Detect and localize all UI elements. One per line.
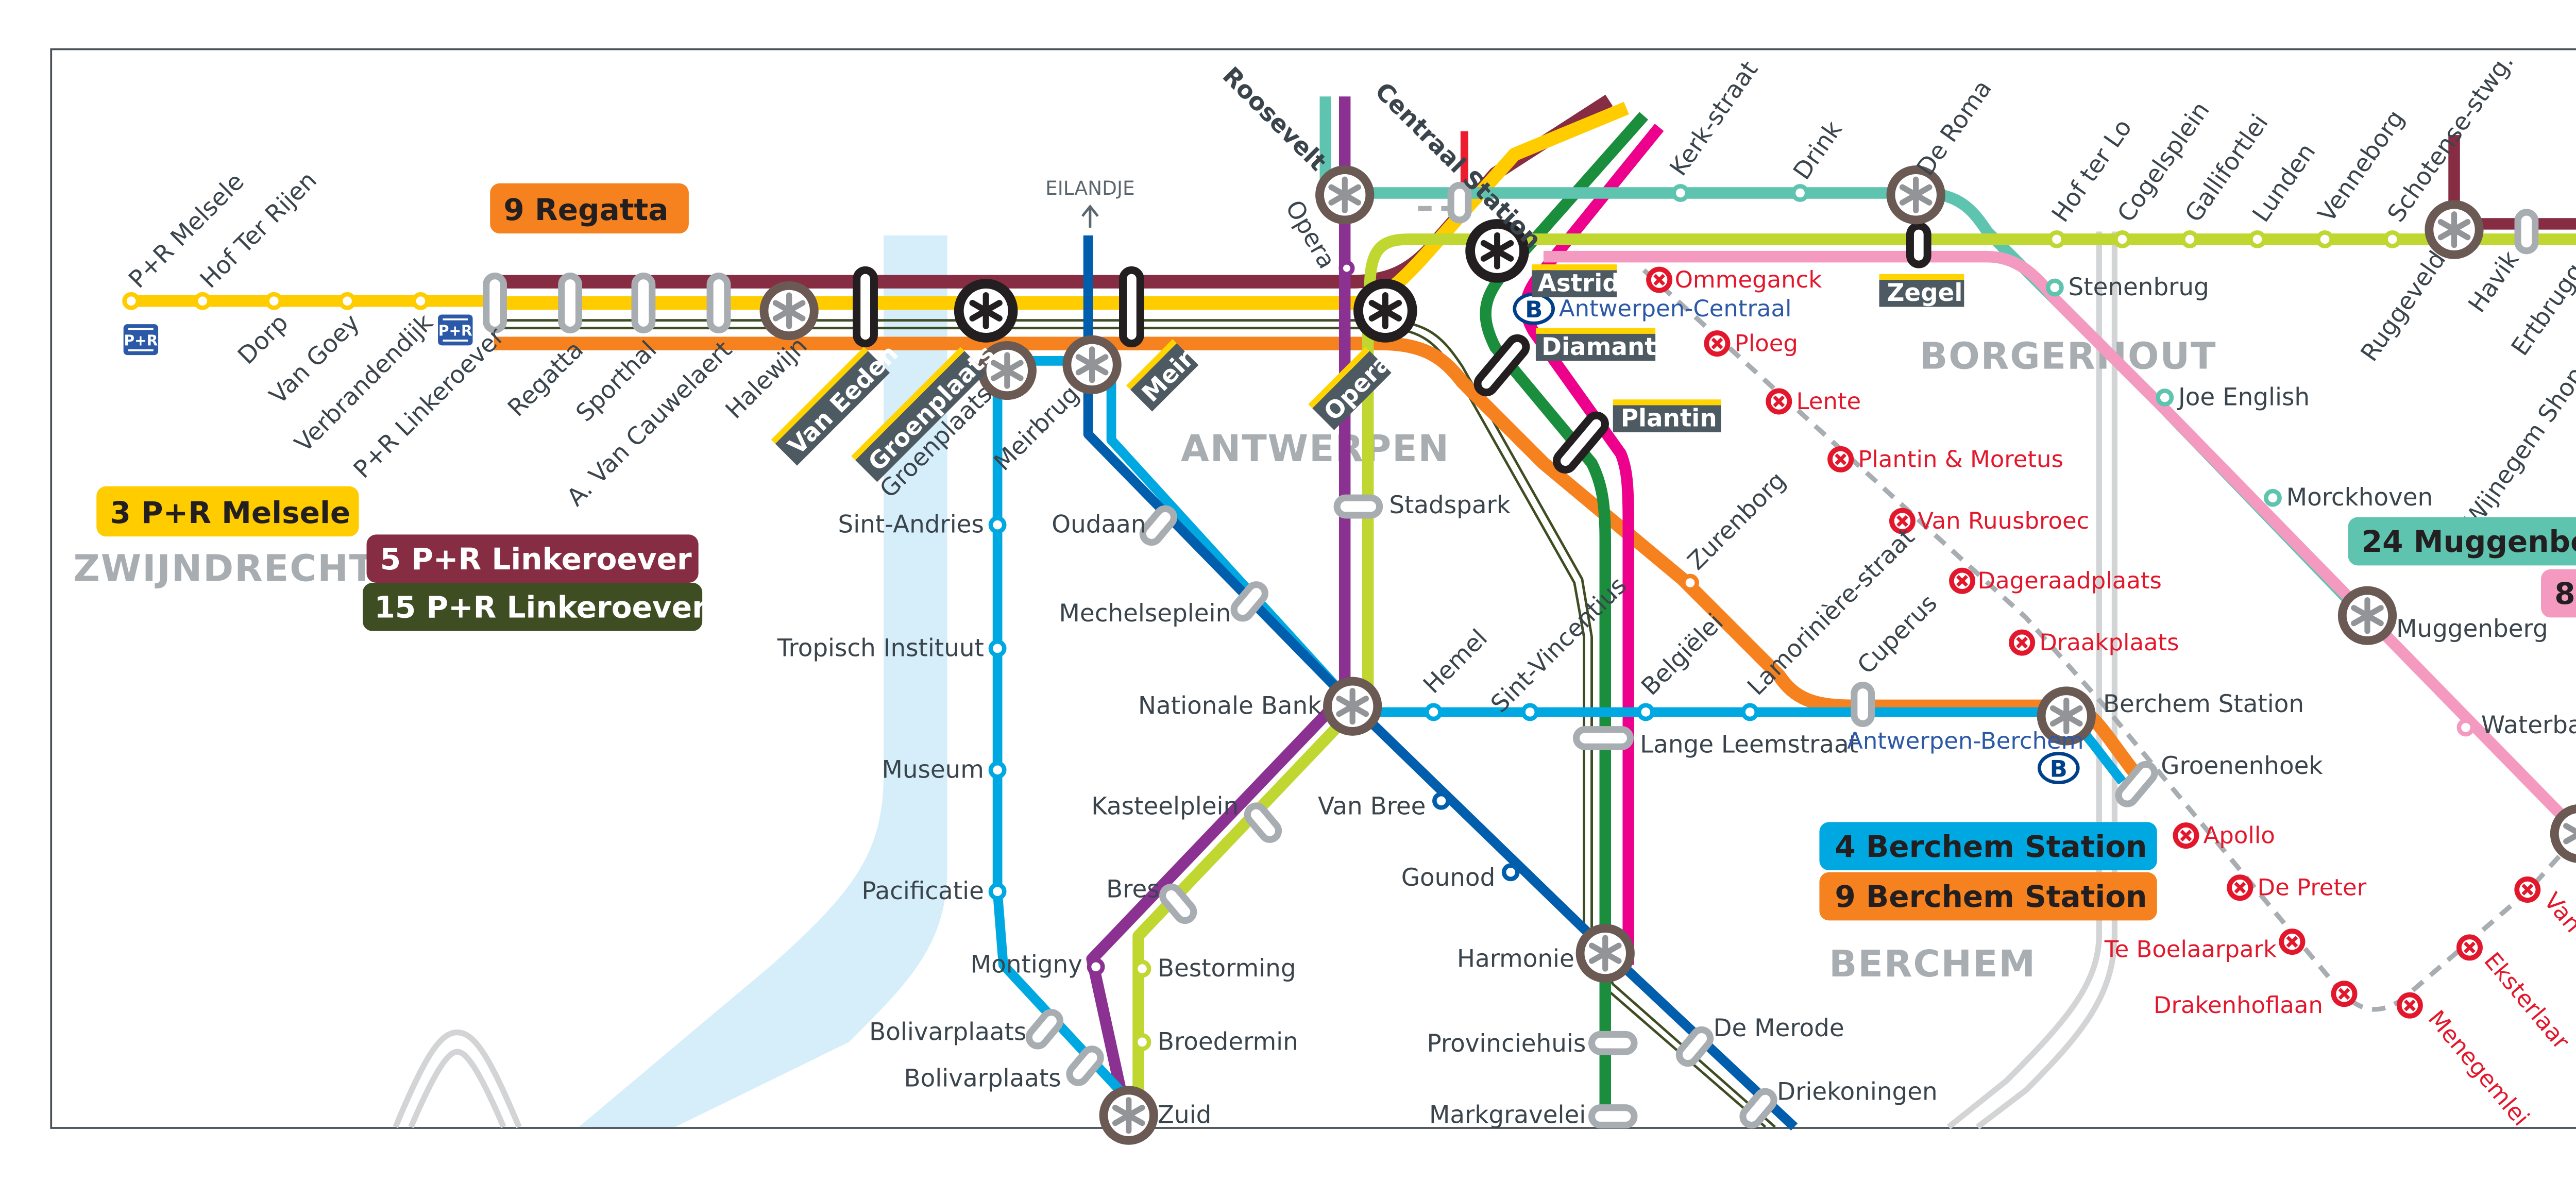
svg-text:Driekoningen: Driekoningen bbox=[1777, 1078, 1938, 1106]
district-antwerpen: ANTWERPEN bbox=[1181, 427, 1450, 470]
svg-text:Waterbaan: Waterbaan bbox=[2481, 712, 2576, 739]
svg-text:Bolivarplaats: Bolivarplaats bbox=[869, 1019, 1026, 1047]
svg-text:Lente: Lente bbox=[1797, 387, 1861, 415]
svg-text:Kasteelplein: Kasteelplein bbox=[1091, 792, 1239, 820]
pr-icon-linkeroever bbox=[437, 313, 474, 347]
svg-text:Bres: Bres bbox=[1106, 875, 1159, 903]
svg-text:Montigny: Montigny bbox=[971, 951, 1082, 979]
svg-text:Van Ruusbroec: Van Ruusbroec bbox=[1918, 507, 2089, 534]
svg-text:Te Boelaarpark: Te Boelaarpark bbox=[2104, 936, 2277, 963]
svg-text:Gounod: Gounod bbox=[1401, 864, 1496, 892]
line-11 bbox=[1520, 124, 1664, 965]
svg-text:Morckhoven: Morckhoven bbox=[2286, 484, 2433, 512]
svg-text:Groenenhoek: Groenenhoek bbox=[2161, 752, 2323, 780]
svg-text:8 P+R Wommelgem: 8 P+R Wommelgem bbox=[2554, 576, 2576, 611]
route-badge-4-berchem: 4 Berchem Station bbox=[1819, 822, 2157, 871]
svg-text:3 P+R Melsele: 3 P+R Melsele bbox=[110, 495, 350, 530]
svg-text:9 Berchem Station: 9 Berchem Station bbox=[1835, 879, 2147, 914]
direction-eilandje: EILANDJE bbox=[1045, 177, 1135, 199]
route-badge-9-berchem: 9 Berchem Station bbox=[1819, 872, 2157, 921]
svg-text:4 Berchem Station: 4 Berchem Station bbox=[1835, 829, 2147, 864]
route-badge-9-regatta: 9 Regatta bbox=[490, 183, 689, 234]
svg-text:Astrid: Astrid bbox=[1538, 270, 1620, 298]
route-badge-5-linkeroever: 5 P+R Linkeroever bbox=[366, 534, 699, 583]
svg-text:Provinciehuis: Provinciehuis bbox=[1427, 1030, 1586, 1058]
line-8 bbox=[1543, 250, 2576, 838]
svg-text:Plantin: Plantin bbox=[1621, 405, 1717, 433]
route-badge-8-wommelgem: 8 P+R Wommelgem bbox=[2541, 569, 2576, 618]
svg-text:Ommeganck: Ommeganck bbox=[1675, 266, 1822, 293]
line-10-west bbox=[1364, 233, 1496, 290]
svg-text:Museum: Museum bbox=[882, 756, 984, 784]
premetro-capsules bbox=[853, 222, 1931, 474]
svg-text:Markgravelei: Markgravelei bbox=[1429, 1102, 1586, 1129]
river-schelde bbox=[579, 235, 947, 1127]
sncb-b-icon-centraal bbox=[1515, 294, 1553, 323]
district-berchem: BERCHEM bbox=[1829, 942, 2036, 985]
svg-text:Muggenberg: Muggenberg bbox=[2396, 615, 2548, 643]
svg-text:Pacificatie: Pacificatie bbox=[861, 878, 984, 905]
svg-text:Draakplaats: Draakplaats bbox=[2039, 629, 2179, 656]
svg-text:Drakenhoflaan: Drakenhoflaan bbox=[2154, 991, 2323, 1019]
svg-text:Sint-Andries: Sint-Andries bbox=[838, 511, 984, 539]
route-badge-15-linkeroever: 15 P+R Linkeroever bbox=[363, 583, 707, 631]
pr-icon-melsele bbox=[122, 323, 159, 356]
svg-text:Nationale Bank: Nationale Bank bbox=[1138, 693, 1321, 720]
svg-text:Oudaan: Oudaan bbox=[1052, 511, 1146, 539]
sncb-label-centraal: Antwerpen-Centraal bbox=[1559, 295, 1792, 322]
sncb-label-berchem: Antwerpen-Berchem bbox=[1847, 727, 2083, 754]
svg-text:Ploeg: Ploeg bbox=[1735, 330, 1798, 357]
svg-text:9 Regatta: 9 Regatta bbox=[503, 192, 668, 227]
svg-text:Bolivarplaats: Bolivarplaats bbox=[904, 1065, 1061, 1092]
district-borgerhout: BORGERHOUT bbox=[1920, 334, 2216, 377]
svg-text:Harmonie: Harmonie bbox=[1457, 945, 1574, 973]
line-4-west bbox=[992, 361, 1132, 1104]
svg-text:Apollo: Apollo bbox=[2204, 822, 2275, 849]
svg-text:Tropisch Instituut: Tropisch Instituut bbox=[777, 634, 984, 662]
surface-stops bbox=[122, 184, 2475, 1051]
line-9-trunk bbox=[494, 336, 2147, 786]
svg-text:15 P+R Linkeroever: 15 P+R Linkeroever bbox=[375, 589, 707, 625]
svg-text:24 Muggenberg: 24 Muggenberg bbox=[2362, 524, 2576, 559]
svg-text:5 P+R Linkeroever: 5 P+R Linkeroever bbox=[380, 542, 692, 577]
svg-text:Zuid: Zuid bbox=[1158, 1102, 1211, 1129]
arrow-up-icon bbox=[1081, 204, 1099, 228]
svg-text:Bestorming: Bestorming bbox=[1158, 955, 1296, 983]
svg-text:Stadspark: Stadspark bbox=[1389, 492, 1511, 519]
route-badge-24-muggenberg: 24 Muggenberg bbox=[2348, 517, 2576, 566]
railway-lines bbox=[393, 231, 2118, 1129]
svg-text:Stenenbrug: Stenenbrug bbox=[2069, 274, 2209, 301]
svg-text:Lange Leemstraat: Lange Leemstraat bbox=[1640, 731, 1858, 759]
svg-text:Van Bree: Van Bree bbox=[1318, 792, 1426, 820]
svg-text:Dageraadplaats: Dageraadplaats bbox=[1978, 567, 2162, 594]
svg-text:Diamant: Diamant bbox=[1541, 333, 1656, 361]
svg-text:Broedermin: Broedermin bbox=[1158, 1028, 1298, 1056]
svg-text:Mechelseplein: Mechelseplein bbox=[1059, 600, 1231, 628]
district-zwijndrecht: ZWIJNDRECHT bbox=[73, 547, 375, 589]
svg-text:De Merode: De Merode bbox=[1713, 1015, 1844, 1042]
svg-text:Joe English: Joe English bbox=[2177, 383, 2310, 411]
svg-text:De Preter: De Preter bbox=[2258, 874, 2367, 901]
svg-text:Plantin & Moretus: Plantin & Moretus bbox=[1858, 445, 2063, 473]
platform-capsules bbox=[483, 181, 2539, 1129]
sncb-b-icon-berchem bbox=[2039, 753, 2078, 782]
route-badge-3-melsele: 3 P+R Melsele bbox=[96, 486, 359, 537]
svg-text:Zegel: Zegel bbox=[1887, 279, 1963, 307]
svg-text:Berchem Station: Berchem Station bbox=[2103, 690, 2304, 718]
